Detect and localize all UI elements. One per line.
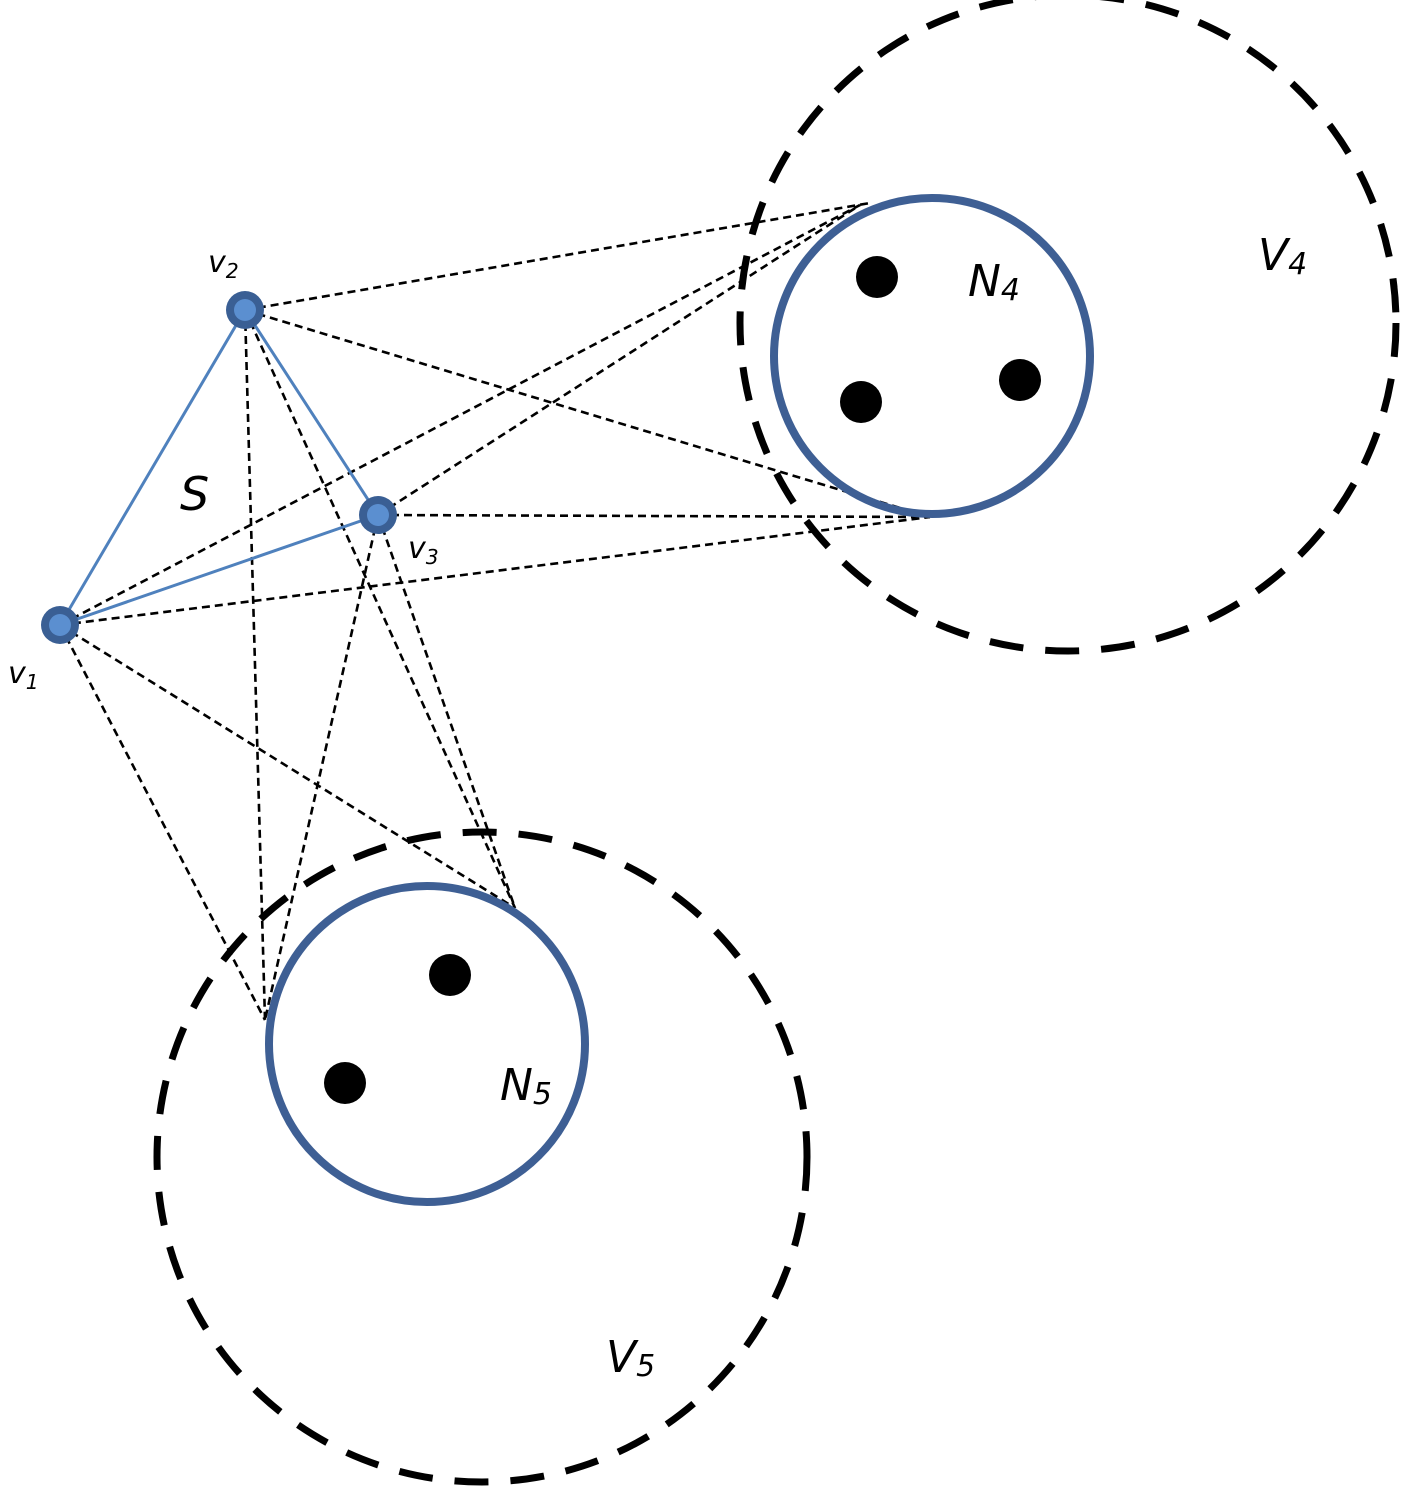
label-s: S xyxy=(180,467,209,521)
edge-v2-n5-a xyxy=(243,309,267,1021)
label-n5: N5 xyxy=(500,1060,552,1112)
neighborhood-n4-circle xyxy=(770,194,1094,518)
label-v1: v1 xyxy=(8,656,39,694)
n4-vertex-dot xyxy=(856,256,898,298)
edge-v2-v3 xyxy=(243,309,380,516)
neighborhood-n5-circle xyxy=(265,882,589,1206)
n5-vertex-dot xyxy=(324,1062,366,1104)
label-n4: N4 xyxy=(968,256,1020,308)
node-v3 xyxy=(359,496,397,534)
n5-vertex-dot xyxy=(429,954,471,996)
label-v3: v3 xyxy=(408,531,439,569)
edge-v1-n5-a xyxy=(58,624,267,1021)
edge-v3-n4-b xyxy=(377,513,931,519)
edge-v1-n4-a xyxy=(59,203,861,627)
label-v4: V4 xyxy=(1258,230,1307,282)
label-v2: v2 xyxy=(208,245,239,283)
node-v2 xyxy=(226,291,264,329)
edge-v1-n5-b xyxy=(59,623,516,910)
edge-v2-n5-b xyxy=(243,309,517,909)
triangle-s-edges xyxy=(58,309,380,627)
n4-vertex-dot xyxy=(999,359,1041,401)
node-v1 xyxy=(41,606,79,644)
edge-v1-v3 xyxy=(59,513,379,627)
edge-v2-n4-a xyxy=(244,201,871,312)
label-v5: V5 xyxy=(606,1332,655,1384)
edge-v1-n4-b xyxy=(59,515,931,627)
edge-v3-n5-a xyxy=(263,514,380,1021)
n4-vertex-dot xyxy=(840,381,882,423)
dashed-edges xyxy=(58,201,931,1021)
edge-v2-n4-b xyxy=(244,308,931,519)
edge-v3-n5-b xyxy=(376,514,517,909)
edge-v1-v2 xyxy=(58,309,247,626)
region-v4-circle xyxy=(736,0,1400,655)
edge-v3-n4-a xyxy=(377,203,861,517)
